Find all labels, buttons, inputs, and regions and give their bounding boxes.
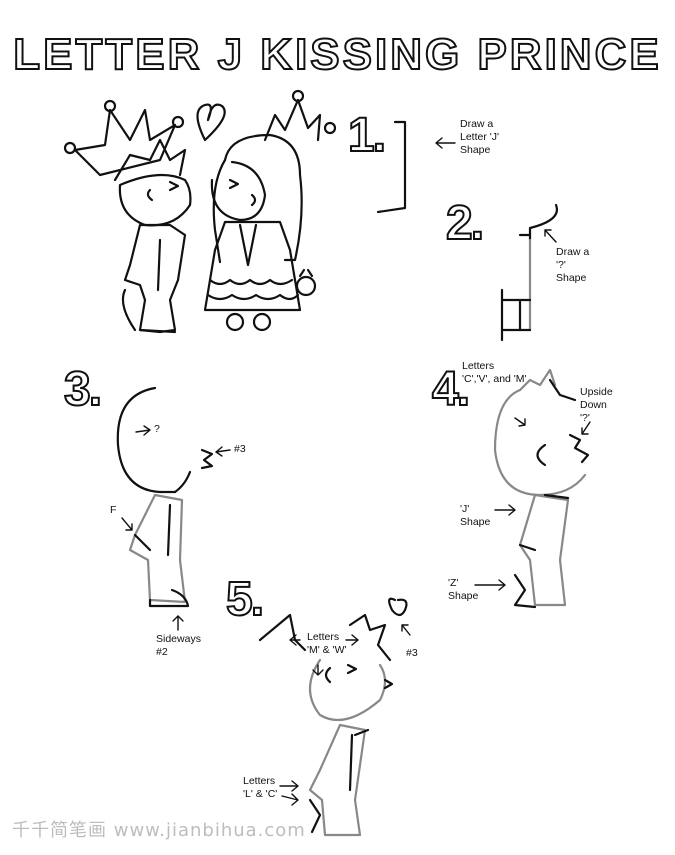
step3-f-label: F xyxy=(110,504,117,516)
step5-shape xyxy=(258,597,411,837)
arrow-left-icon xyxy=(435,137,456,149)
arrow-up-left-icon xyxy=(544,229,557,243)
princess-illustration xyxy=(203,89,337,332)
step3-number: 3. xyxy=(63,362,103,417)
step1-shape xyxy=(376,120,456,214)
step3-sideways-label: Sideways #2 xyxy=(156,633,201,658)
page-title: LETTER J KISSING PRINCE xyxy=(12,29,662,80)
step4-zshape-label: 'Z' Shape xyxy=(448,577,479,602)
step5-heart-label: #3 xyxy=(406,647,418,659)
step2-number: 2. xyxy=(445,196,485,251)
step2-shape xyxy=(500,203,559,342)
step5-lc-label: Letters 'L' & 'C' xyxy=(243,775,278,800)
step5-number: 5. xyxy=(225,572,265,627)
step1-label: Draw a Letter 'J' Shape xyxy=(460,118,500,156)
step4-letters-label: Letters 'C','V', and 'M' xyxy=(462,360,527,385)
step3-kiss-label: #3 xyxy=(234,443,246,455)
step1-number: 1. xyxy=(347,108,387,163)
step3-question-label: ? xyxy=(154,423,160,435)
step4-shape xyxy=(474,368,591,609)
crown-icon xyxy=(73,108,177,177)
step4-upside-label: Upside Down '?' xyxy=(580,386,613,424)
step3-shape xyxy=(116,386,231,631)
step4-number: 4. xyxy=(431,362,471,417)
prince-illustration xyxy=(63,99,192,334)
heart-icon xyxy=(196,103,226,142)
step5-mw-label: Letters 'M' & 'W' xyxy=(307,631,347,656)
step2-label: Draw a '?' Shape xyxy=(556,246,590,284)
step4-jshape-label: 'J' Shape xyxy=(460,503,491,528)
watermark: 千千简笔画 www.jianbihua.com xyxy=(12,820,306,841)
